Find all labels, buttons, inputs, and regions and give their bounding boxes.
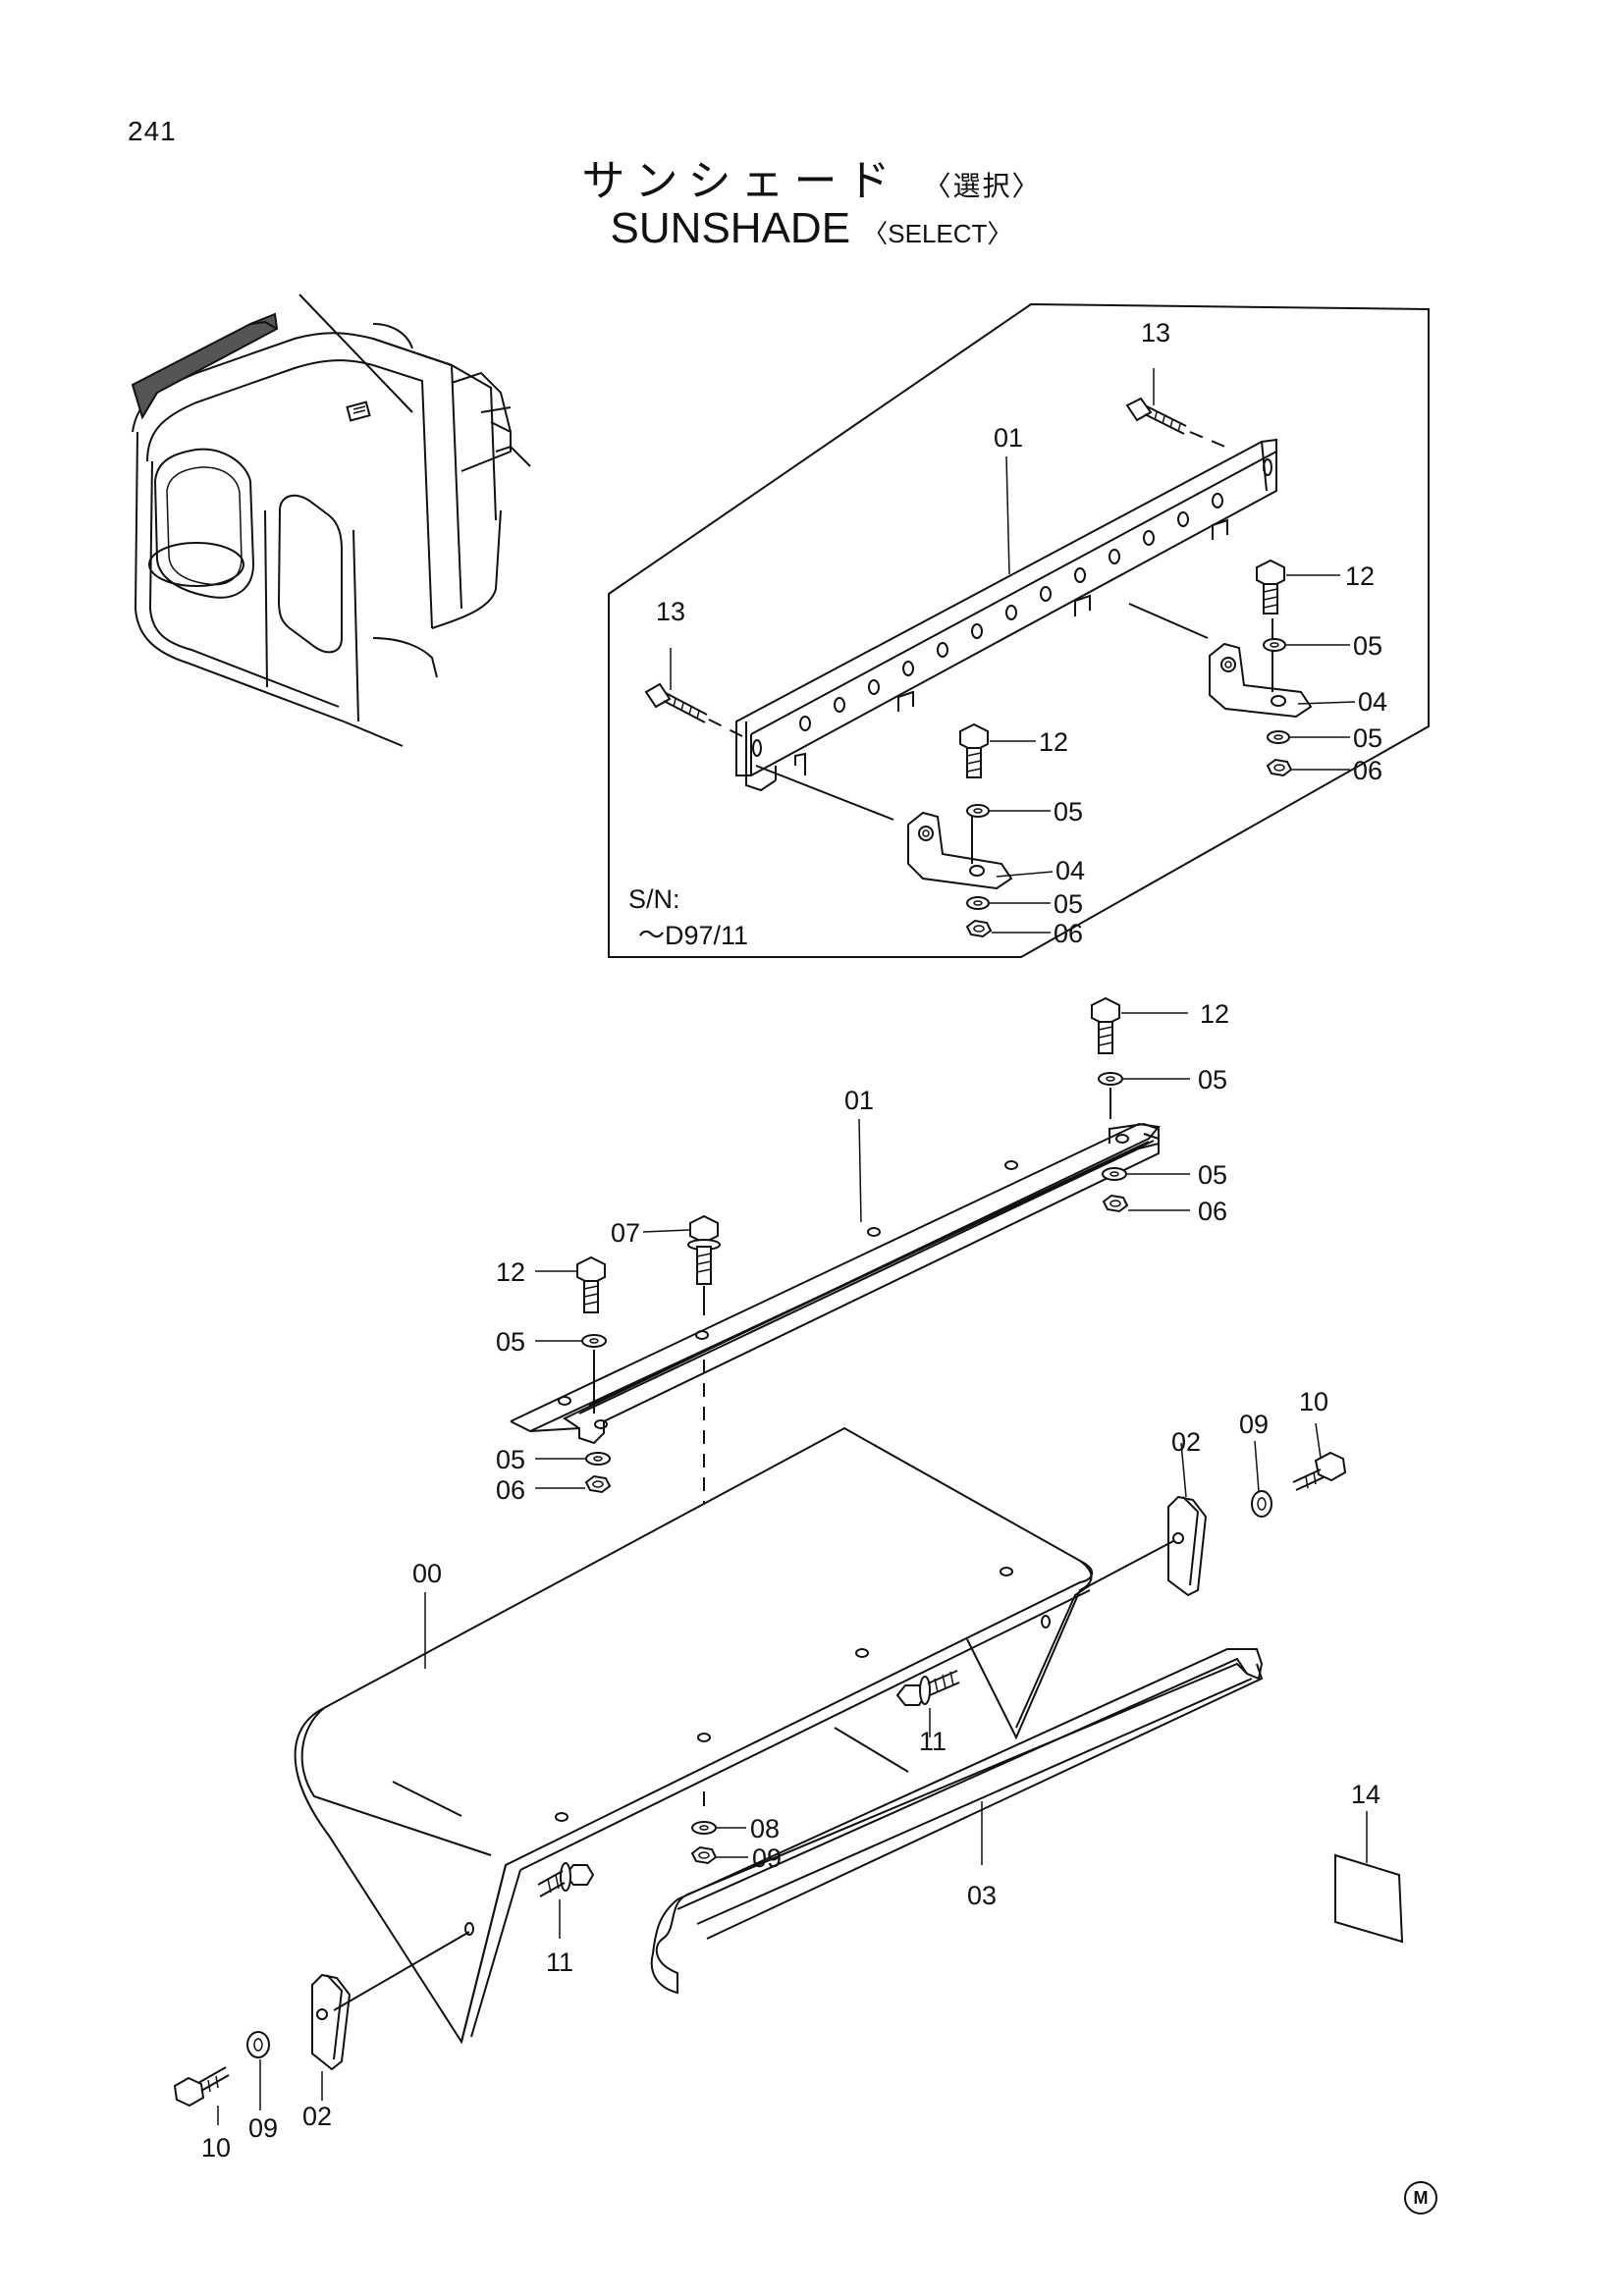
catalog-mark: M: [1404, 2181, 1437, 2215]
rail-01: [510, 1122, 1161, 1445]
inset-old-type: 13 01 13 12 05 04 05 06 12 05 04 05 06 S…: [608, 302, 1430, 958]
callout-12-right: 12: [1200, 999, 1229, 1029]
callout-07: 07: [611, 1218, 640, 1248]
bracket-02-right: [1089, 1442, 1208, 1597]
inset-frame: [608, 302, 1430, 958]
callout-01-main: 01: [844, 1086, 874, 1115]
bolt-13-right: [1125, 368, 1228, 449]
bracket-04-upper: [1128, 559, 1356, 777]
callout-11-center: 11: [919, 1727, 947, 1756]
callout-09-right: 09: [1239, 1410, 1269, 1439]
bolt-11-left: [537, 1862, 595, 1939]
nut-09-left: [246, 2031, 270, 2110]
callout-05-right: 05: [1198, 1065, 1227, 1095]
nut-09-right: [1251, 1440, 1272, 1518]
right-mount-fasteners: [1091, 996, 1190, 1213]
serial-label: S/N:: [628, 884, 680, 914]
callout-09-center: 09: [752, 1843, 782, 1873]
callout-05-left: 05: [496, 1327, 525, 1357]
bracket-02-left: [311, 1931, 470, 2101]
callout-04-lower: 04: [1055, 856, 1085, 885]
center-fasteners: [690, 1791, 748, 1865]
callout-06-upper: 06: [1353, 756, 1382, 785]
callout-13-top: 13: [1141, 318, 1170, 347]
callout-10-right: 10: [1299, 1387, 1328, 1416]
callout-02-left: 02: [302, 2102, 332, 2131]
callout-10-left: 10: [201, 2133, 231, 2163]
title-en-text: SUNSHADE: [610, 204, 851, 252]
title-jp-text: サンシェード: [581, 156, 900, 206]
main-assembly: 12 05 01 05 06 07 12 05 05 06 00 02 09 1…: [173, 996, 1404, 2163]
rail-01-old: [735, 438, 1277, 792]
callout-14: 14: [1351, 1780, 1380, 1809]
cab-overview-illustration: [131, 294, 531, 747]
callout-03: 03: [967, 1881, 997, 1910]
callout-13-left: 13: [656, 597, 685, 626]
callout-09-left: 09: [248, 2113, 278, 2143]
bolt-11-center: [895, 1670, 960, 1737]
bolt-07: [642, 1214, 721, 1315]
title-japanese: サンシェード 〈選択〉: [0, 145, 1623, 208]
callout-04-upper: 04: [1358, 687, 1387, 717]
callout-11-left: 11: [546, 1948, 573, 1977]
bolt-10-right: [1292, 1422, 1347, 1491]
callout-05-right-2: 05: [1198, 1160, 1227, 1190]
serial-value: ～D97/11: [638, 921, 748, 950]
title-english: SUNSHADE 〈SELECT〉: [0, 204, 1623, 253]
callout-05-upper: 05: [1353, 631, 1382, 661]
callout-12-upper: 12: [1345, 561, 1375, 591]
trim-03: [650, 1648, 1264, 1995]
callout-08: 08: [750, 1814, 780, 1843]
bracket-04-lower: [755, 722, 1054, 938]
left-mount-fasteners: [535, 1255, 612, 1494]
callout-05-lower: 05: [1054, 797, 1083, 827]
callout-02-right: 02: [1171, 1427, 1201, 1457]
callout-06-right: 06: [1198, 1197, 1227, 1226]
callout-05-lower-2: 05: [1054, 889, 1083, 919]
callout-12-lower: 12: [1039, 727, 1068, 757]
callout-06-lower: 06: [1054, 919, 1083, 948]
sunshade-00: [294, 1426, 1093, 2045]
title-jp-select: 〈選択〉: [923, 170, 1042, 202]
bolt-10-left: [173, 2066, 230, 2125]
callout-05-left-2: 05: [496, 1445, 525, 1474]
title-en-select: 〈SELECT〉: [862, 219, 1013, 248]
page-number: 241: [128, 116, 177, 146]
callout-06-left: 06: [496, 1475, 525, 1505]
callout-00: 00: [412, 1559, 442, 1588]
callout-01-inset: 01: [994, 423, 1023, 453]
callout-05-upper-2: 05: [1353, 723, 1382, 753]
label-14: [1334, 1811, 1404, 1944]
bolt-13-left: [644, 648, 747, 739]
callout-12-left: 12: [496, 1257, 525, 1287]
